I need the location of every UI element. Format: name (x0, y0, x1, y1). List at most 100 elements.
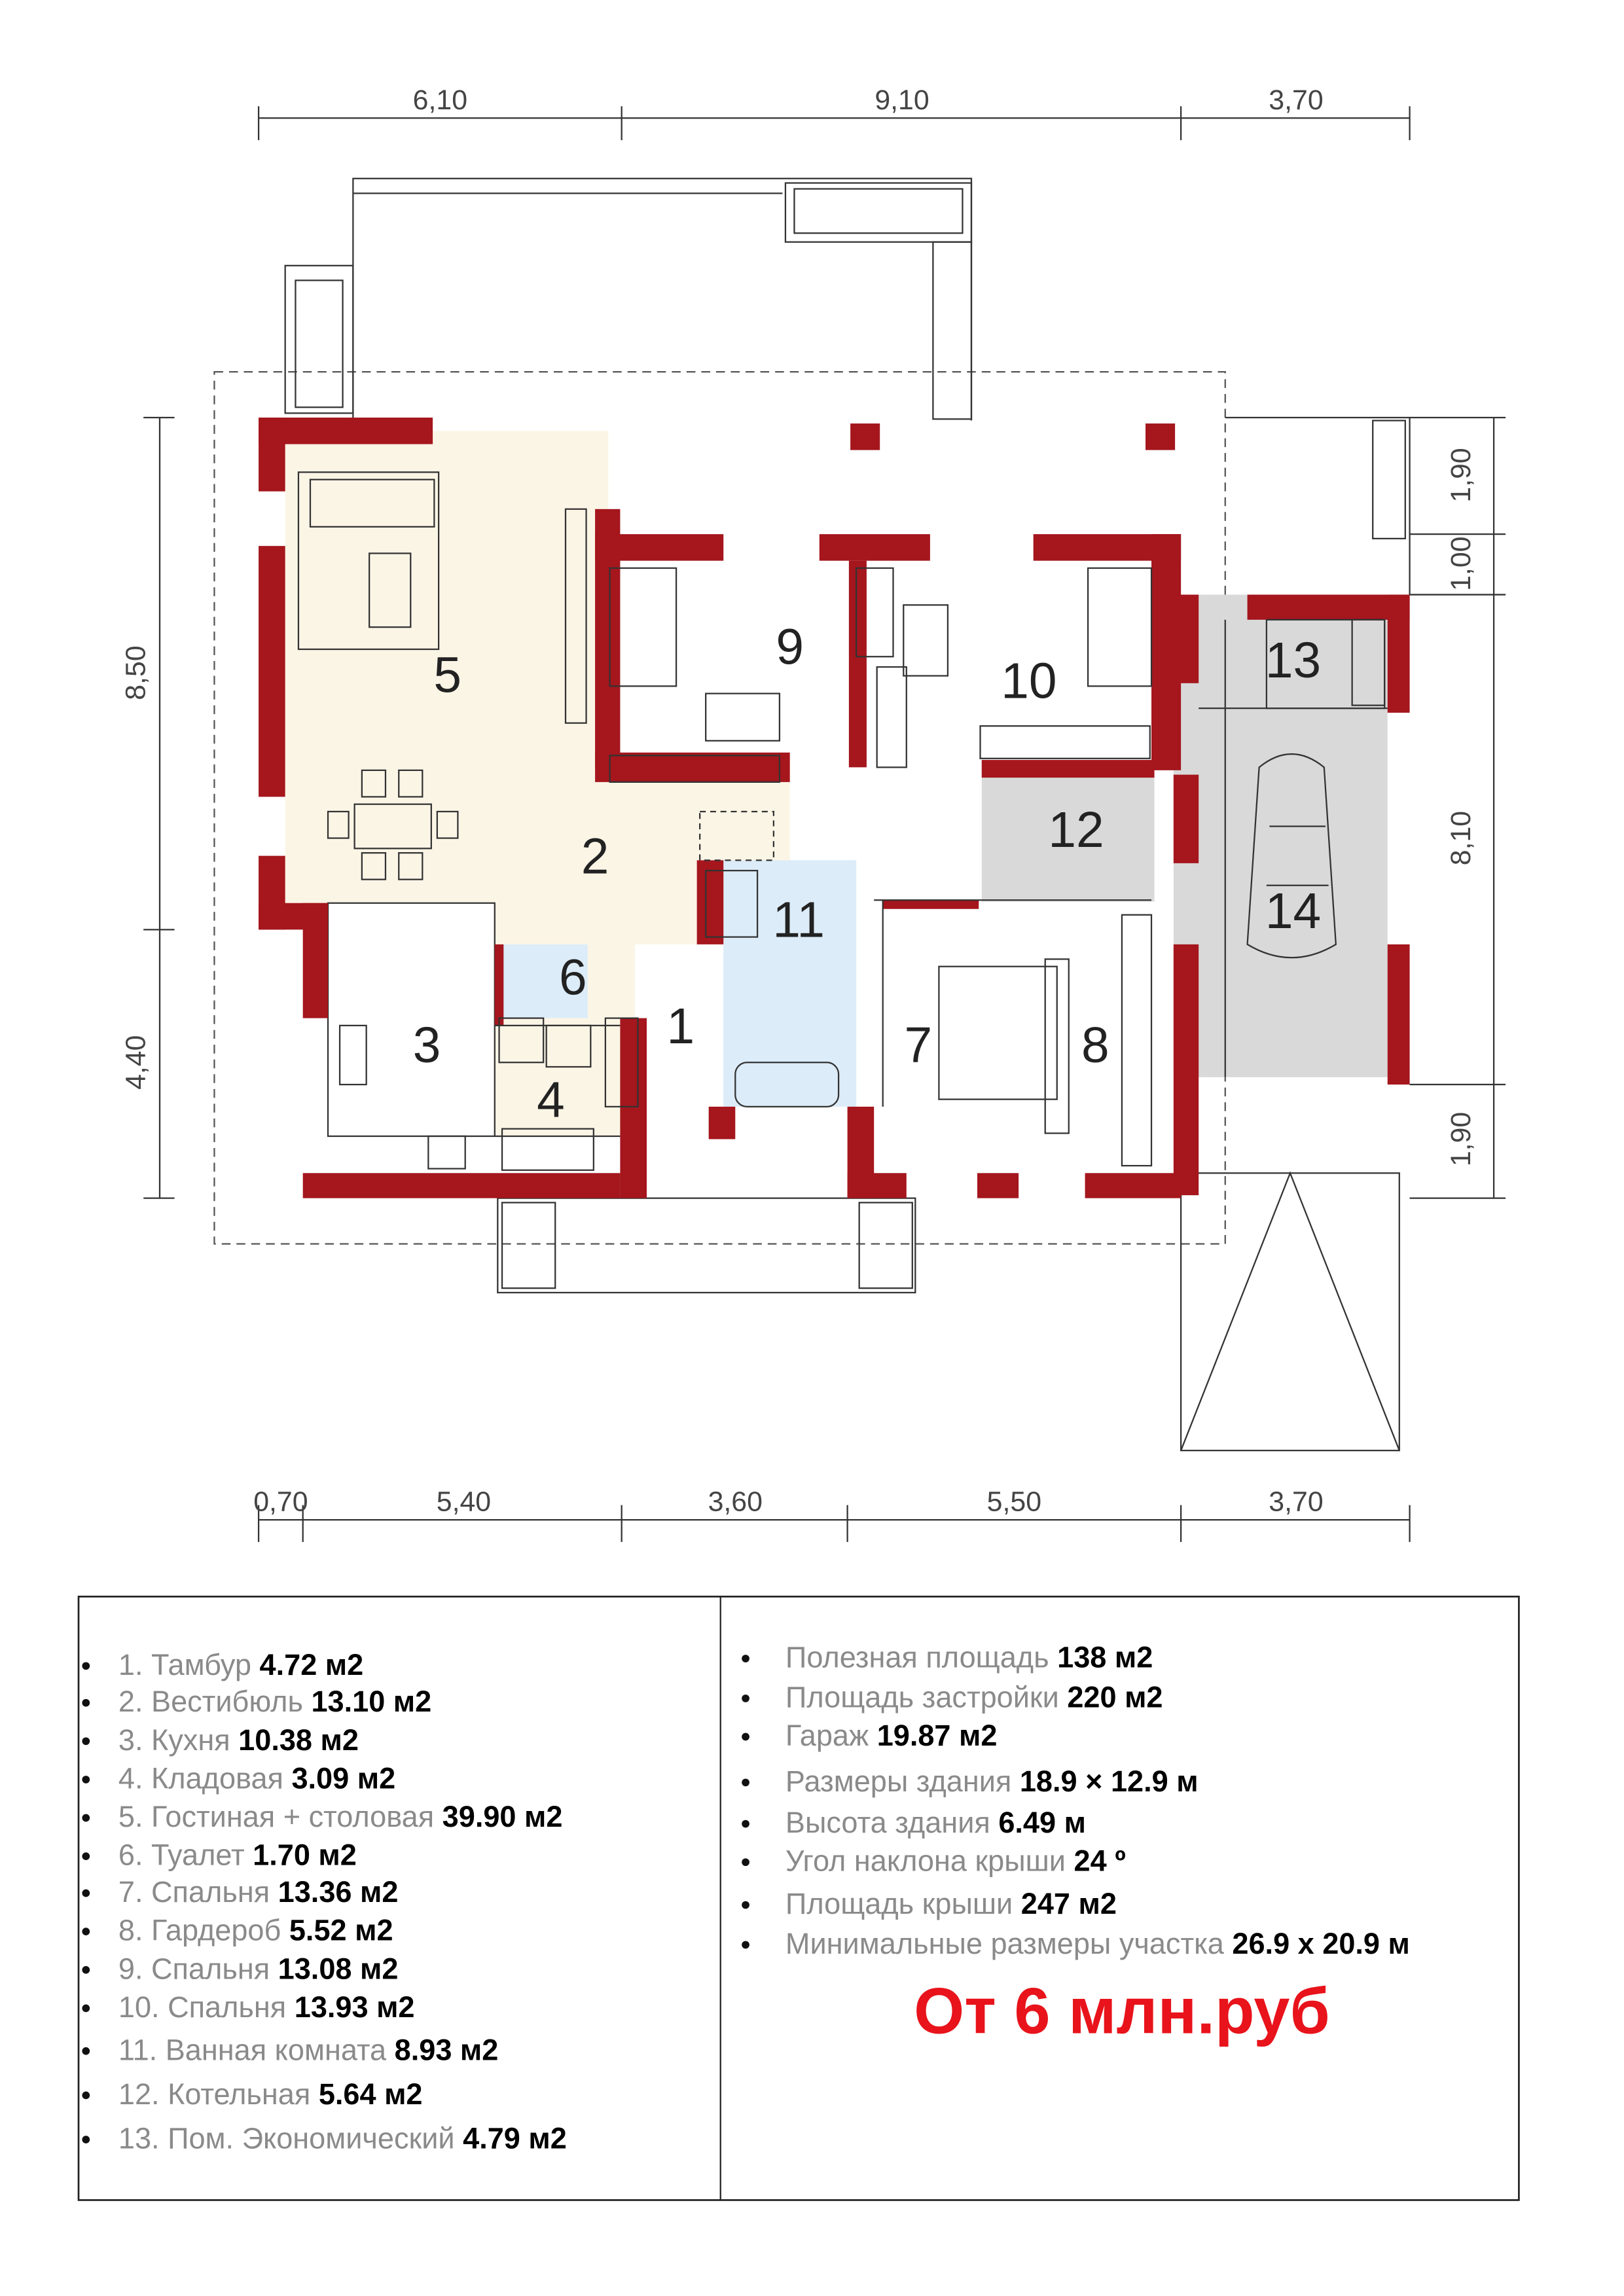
dim-bottom-5: 3,70 (1269, 1486, 1323, 1518)
building-specs-list: Полезная площадь 138 м2 Площадь застройки… (742, 1641, 1410, 1960)
bullet-icon (742, 1655, 749, 1662)
bullet-icon (742, 1901, 749, 1909)
bullet-icon (82, 1889, 90, 1897)
item-label: Полезная площадь (785, 1641, 1049, 1674)
dim-left-2: 4,40 (120, 1035, 151, 1090)
left-dimension-line: 8,50 4,40 (120, 416, 175, 1199)
item-label: 13. Пом. Экономический (118, 2122, 455, 2155)
boiler-room-floor (981, 774, 1155, 902)
room-number-2: 2 (581, 829, 609, 885)
item-value: 247 м2 (1021, 1887, 1117, 1920)
bullet-icon (82, 1776, 90, 1784)
bullet-icon (82, 1814, 90, 1822)
room-number-4: 4 (537, 1073, 565, 1128)
bullet-icon (742, 1820, 749, 1828)
item-value: 1.70 м2 (253, 1839, 357, 1872)
item-value: 13.93 м2 (295, 1990, 415, 2024)
bullet-icon (82, 2004, 90, 2013)
list-item: Высота здания 6.49 м (785, 1806, 1086, 1839)
bullet-icon (82, 1698, 90, 1707)
dim-left-1: 8,50 (120, 645, 151, 700)
bullet-icon (742, 1778, 749, 1787)
dim-right-4: 1,90 (1445, 1112, 1477, 1166)
bullet-icon (82, 2091, 90, 2100)
list-item: 11. Ванная комната 8.93 м2 (118, 2033, 498, 2066)
bottom-dimension-line: 0,70 5,40 3,60 5,50 3,70 (253, 1486, 1411, 1542)
room-number-14: 14 (1265, 884, 1321, 939)
dim-bottom-4: 5,50 (987, 1486, 1041, 1518)
furniture (297, 471, 1388, 1171)
terrace (284, 177, 1411, 1452)
room-number-3: 3 (413, 1018, 441, 1073)
list-item: 6. Туалет 1.70 м2 (118, 1839, 357, 1872)
item-label: Высота здания (785, 1806, 990, 1839)
list-item: Размеры здания 18.9 × 12.9 м (785, 1765, 1199, 1798)
item-label: 5. Гостиная + столовая (118, 1800, 434, 1833)
list-item: Минимальные размеры участка 26.9 x 20.9 … (785, 1927, 1410, 1960)
item-value: 4.72 м2 (260, 1648, 364, 1681)
item-value: 18.9 × 12.9 м (1020, 1765, 1199, 1798)
bullet-icon (82, 1852, 90, 1861)
bullet-icon (742, 1858, 749, 1867)
list-item: Площадь застройки 220 м2 (785, 1680, 1163, 1713)
item-label: 11. Ванная комната (118, 2033, 387, 2066)
item-value: 138 м2 (1057, 1641, 1153, 1674)
room-numbers: 1 2 3 4 5 6 7 8 9 10 11 12 13 14 (413, 620, 1321, 1128)
room-number-7: 7 (905, 1018, 933, 1073)
bullet-icon (82, 1928, 90, 1936)
list-item: 2. Вестибюль 13.10 м2 (118, 1685, 431, 1718)
bullet-icon (742, 1695, 749, 1702)
dim-bottom-1: 0,70 (253, 1486, 308, 1518)
dim-bottom-3: 3,60 (708, 1486, 763, 1518)
item-value: 24 º (1074, 1844, 1126, 1878)
item-label: Площадь застройки (785, 1680, 1059, 1713)
room-number-1: 1 (667, 999, 695, 1054)
bullet-icon (82, 2136, 90, 2144)
room-number-9: 9 (776, 620, 804, 675)
item-label: 12. Котельная (118, 2077, 310, 2111)
room-number-8: 8 (1081, 1018, 1110, 1073)
item-value: 13.08 м2 (278, 1952, 399, 1985)
dim-right-2: 1,00 (1445, 537, 1477, 591)
toilet-floor (499, 944, 588, 1018)
item-label: 9. Спальня (118, 1952, 270, 1985)
room-number-6: 6 (559, 950, 587, 1006)
list-item: 1. Тамбур 4.72 м2 (118, 1648, 363, 1681)
item-value: 39.90 м2 (442, 1800, 563, 1833)
item-value: 19.87 м2 (877, 1719, 998, 1752)
item-label: Площадь крыши (785, 1887, 1013, 1920)
bullet-icon (742, 1941, 749, 1949)
dim-top-3: 3,70 (1269, 84, 1323, 116)
kitchen-floor (327, 902, 496, 1138)
list-item: Гараж 19.87 м2 (785, 1719, 998, 1752)
item-label: 4. Кладовая (118, 1761, 283, 1795)
price-label: От 6 млн.руб (914, 1975, 1330, 2048)
item-value: 13.36 м2 (278, 1875, 399, 1909)
walls (259, 418, 1410, 1198)
item-label: 7. Спальня (118, 1875, 270, 1909)
bullet-icon (82, 1737, 90, 1746)
item-value: 4.79 м2 (463, 2122, 567, 2155)
rooms-area-list: 1. Тамбур 4.72 м22. Вестибюль 13.10 м23.… (82, 1648, 567, 2155)
list-item: 5. Гостиная + столовая 39.90 м2 (118, 1800, 563, 1833)
item-label: Угол наклона крыши (785, 1844, 1066, 1878)
bullet-icon (742, 1732, 749, 1741)
item-label: Размеры здания (785, 1765, 1011, 1798)
item-value: 6.49 м (998, 1806, 1086, 1839)
list-item: 12. Котельная 5.64 м2 (118, 2077, 423, 2111)
dim-top-1: 6,10 (413, 84, 467, 116)
item-label: Минимальные размеры участка (785, 1927, 1225, 1960)
list-item: 9. Спальня 13.08 м2 (118, 1952, 399, 1985)
item-label: 6. Туалет (118, 1839, 245, 1872)
bullet-icon (82, 1965, 90, 1974)
right-dimension-line: 1,90 1,00 8,10 1,90 (1409, 416, 1506, 1199)
bullet-icon (82, 1662, 90, 1670)
dim-right-1: 1,90 (1445, 448, 1477, 502)
item-value: 220 м2 (1067, 1680, 1163, 1713)
info-table: 1. Тамбур 4.72 м22. Вестибюль 13.10 м23.… (77, 1596, 1520, 2201)
list-item: Угол наклона крыши 24 º (785, 1844, 1126, 1878)
item-value: 10.38 м2 (238, 1723, 359, 1757)
room-number-11: 11 (772, 893, 825, 948)
item-value: 13.10 м2 (311, 1685, 431, 1718)
